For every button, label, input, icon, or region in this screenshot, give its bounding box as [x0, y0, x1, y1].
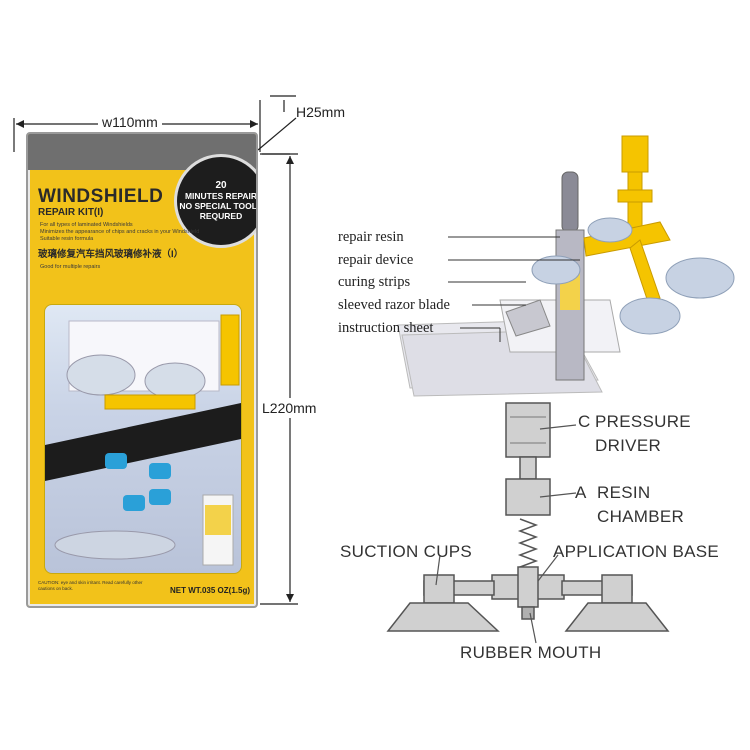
badge-line: MINUTES REPAIR — [184, 191, 258, 201]
diagram-label-application-base: APPLICATION BASE — [553, 542, 720, 561]
package-title: WINDSHIELD — [38, 186, 164, 207]
width-dimension-label: w110mm — [98, 114, 162, 130]
diagram-label-a: A — [575, 483, 587, 502]
package-badge: 20 MINUTES REPAIR NO SPECIAL TOOLS REQUR… — [174, 154, 258, 248]
diagram-label-pressure: PRESSURE — [595, 412, 691, 431]
diagram-label-chamber: CHAMBER — [597, 507, 685, 526]
schematic-diagram — [386, 402, 670, 644]
length-dimension-label: L220mm — [262, 398, 317, 418]
package-caution: CAUTION: eye and skin irritant. Read car… — [38, 580, 143, 591]
badge-line: 20 — [215, 180, 227, 191]
part-label-curing-strips: curing strips — [338, 274, 411, 290]
badge-line: NO SPECIAL TOOLS — [179, 201, 258, 211]
part-label-repair-device: repair device — [338, 252, 414, 268]
product-package: WINDSHIELD REPAIR KIT(I) 20 MINUTES REPA… — [26, 132, 258, 608]
package-net-weight: NET WT.035 OZ(1.5g) — [169, 586, 250, 595]
part-label-instruction-sheet: instruction sheet — [338, 320, 434, 336]
part-label-repair-resin: repair resin — [338, 229, 404, 245]
package-bullet: Good for multiple repairs — [40, 264, 101, 270]
part-label-sleeved-razor-blade: sleeved razor blade — [338, 297, 450, 313]
diagram-label-suction-cups: SUCTION CUPS — [340, 542, 473, 561]
badge-line: REQURED — [199, 211, 243, 221]
package-bullet: Suitable resin formula — [40, 236, 94, 242]
diagram-label-resin: RESIN — [597, 483, 651, 502]
package-bullet: For all types of laminated Windshields — [40, 222, 133, 228]
package-subtitle: REPAIR KIT(I) — [38, 207, 104, 218]
package-chinese-title: 玻璃修复汽车挡风玻璃修补液（I） — [38, 249, 184, 260]
package-bullet: Minimizes the appearance of chips and cr… — [40, 229, 200, 235]
diagram-label-driver: DRIVER — [595, 436, 662, 455]
diagram-label-rubber-mouth: RUBBER MOUTH — [460, 643, 602, 662]
package-contents-illustration — [45, 314, 241, 566]
parts-illustration — [397, 135, 735, 397]
height-dimension-label: H25mm — [296, 104, 346, 120]
package-window — [44, 304, 242, 574]
diagram-label-c: C — [578, 412, 591, 431]
